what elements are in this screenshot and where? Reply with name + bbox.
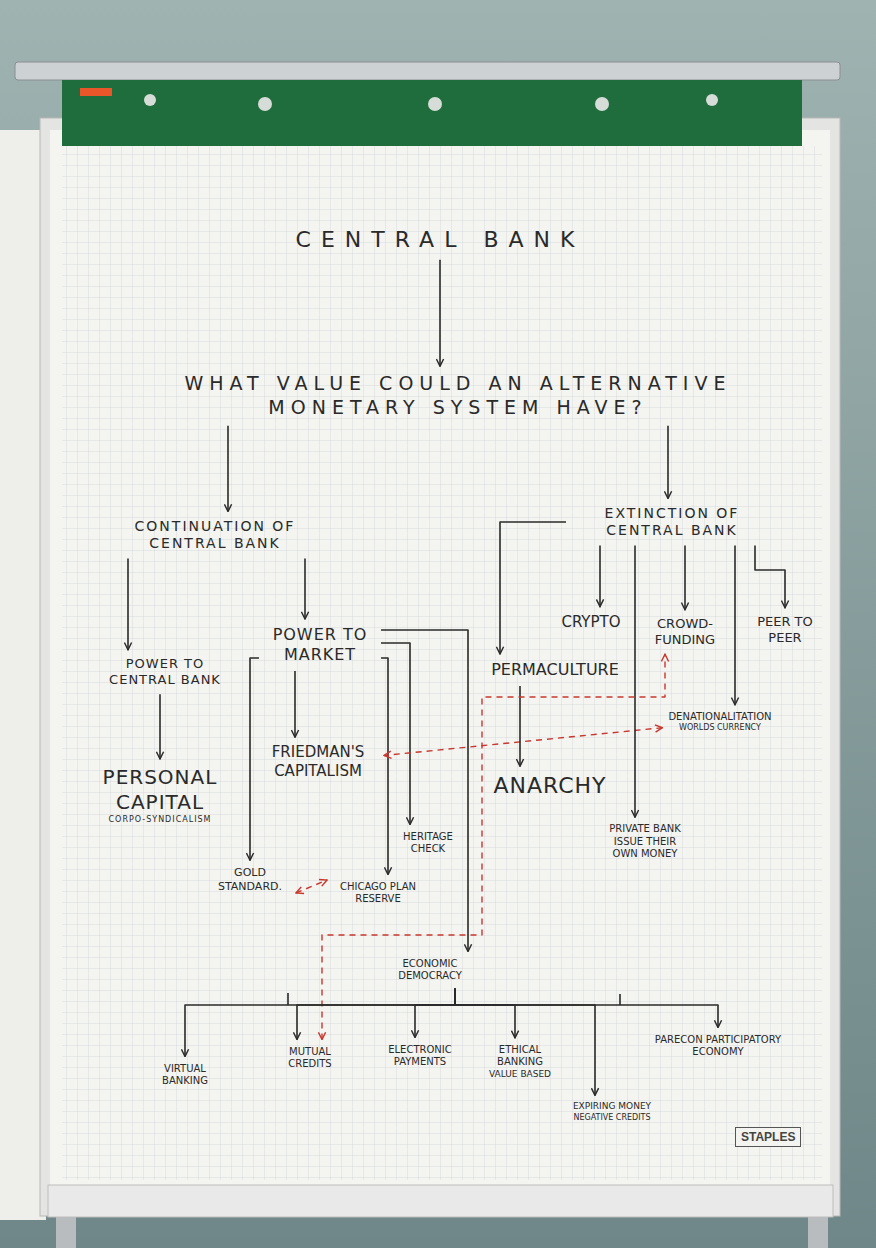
handwritten-node: CHICAGO PLAN RESERVE — [330, 878, 426, 909]
arrow-connector — [381, 643, 410, 825]
handwritten-node: CONTINUATION OF CENTRAL BANK — [102, 515, 328, 556]
handwritten-node: CRYPTO — [558, 610, 623, 635]
node-text: PERSONAL CAPITAL — [85, 765, 235, 815]
arrow-connector — [684, 546, 686, 610]
handwritten-node: MUTUAL CREDITS — [276, 1043, 344, 1074]
node-text: EXTINCTION OF CENTRAL BANK — [572, 505, 772, 540]
arrow-connector — [304, 559, 306, 620]
handwritten-node: GOLD STANDARD. — [207, 863, 293, 897]
binder-hole — [706, 94, 718, 106]
arrow-connector — [250, 658, 259, 860]
arrow-connector — [159, 694, 161, 759]
handwritten-node: PERMACULTURE — [488, 657, 622, 683]
node-text: PARECON PARTICIPATORY ECONOMY — [638, 1034, 798, 1059]
node-text: ETHICAL BANKING — [485, 1044, 555, 1069]
node-text: CHICAGO PLAN RESERVE — [333, 881, 423, 906]
arrow-connector — [381, 658, 388, 875]
node-text: PERMACULTURE — [491, 660, 619, 680]
handwritten-node: CROWD-FUNDING — [645, 613, 726, 652]
easel-board — [40, 118, 840, 1216]
paper-grid — [62, 146, 822, 1180]
arrow-connector — [127, 559, 129, 650]
arrow-connector — [500, 522, 566, 654]
node-text: GOLD STANDARD. — [210, 866, 290, 894]
node-text: MUTUAL CREDITS — [279, 1046, 341, 1071]
node-text: CENTRAL BANK — [296, 226, 585, 254]
arrow-connector — [297, 989, 455, 1040]
easel-leg — [808, 1217, 828, 1248]
node-text: WHAT VALUE COULD AN ALTERNATIVE MONETARY… — [108, 372, 808, 420]
arrow-connector — [455, 989, 515, 1038]
handwritten-node: ECONOMIC DEMOCRACY — [372, 955, 488, 986]
arrow-connector — [227, 426, 229, 512]
easel-tray — [48, 1185, 833, 1217]
handwritten-node: FRIEDMAN'S CAPITALISM — [255, 740, 381, 784]
binder-hole — [258, 97, 272, 111]
node-text: PRIVATE BANK ISSUE THEIR OWN MONEY — [604, 823, 686, 861]
node-text: ANARCHY — [493, 772, 606, 800]
handwritten-node: HERITAGE CHECK — [394, 828, 462, 859]
arrow-connector — [634, 546, 636, 818]
bracket-tick — [288, 993, 620, 1005]
arrow-connector — [755, 546, 785, 608]
node-text: ELECTRONIC PAYMENTS — [379, 1044, 461, 1069]
binder-hole — [595, 97, 609, 111]
dashed-link — [296, 880, 327, 893]
node-text: HERITAGE CHECK — [397, 831, 459, 856]
handwritten-node: VIRTUAL BANKING — [147, 1060, 223, 1091]
node-text: POWER TO MARKET — [265, 625, 375, 665]
header-tag — [80, 88, 112, 96]
node-text: ECONOMIC DEMOCRACY — [375, 958, 485, 983]
handwritten-node: WHAT VALUE COULD AN ALTERNATIVE MONETARY… — [105, 369, 811, 423]
handwritten-node: CENTRAL BANK — [293, 223, 588, 257]
node-text: PEER TO PEER — [750, 614, 820, 647]
node-text: EXPIRING MONEY — [573, 1101, 651, 1112]
dashed-link — [384, 728, 662, 756]
node-text: FRIEDMAN'S CAPITALISM — [258, 743, 378, 781]
dashed-link — [322, 654, 665, 1039]
paper-sheet — [50, 130, 830, 1185]
node-text: CRYPTO — [561, 613, 620, 632]
arrow-connector — [667, 426, 669, 499]
node-text: NEGATIVE CREDITS — [573, 1113, 651, 1123]
handwritten-node: PRIVATE BANK ISSUE THEIR OWN MONEY — [601, 820, 689, 864]
arrow-connector — [599, 546, 601, 607]
handwritten-node: DENATIONALITATIONWORLDS CURRENCY — [665, 708, 774, 737]
pad-header — [62, 80, 802, 146]
node-text: DENATIONALITATION — [668, 711, 771, 724]
binder-hole — [428, 97, 442, 111]
handwritten-node: PARECON PARTICIPATORY ECONOMY — [635, 1031, 801, 1062]
arrow-connector — [455, 989, 718, 1028]
arrow-connector — [294, 671, 296, 737]
node-text: CROWD-FUNDING — [648, 616, 723, 649]
handwritten-node: EXPIRING MONEYNEGATIVE CREDITS — [570, 1098, 654, 1125]
side-sheet — [0, 130, 46, 1220]
node-text: POWER TO CENTRAL BANK — [95, 656, 235, 689]
arrow-connector — [734, 546, 736, 705]
handwritten-node: POWER TO CENTRAL BANK — [92, 653, 238, 692]
node-text: CORPO-SYNDICALISM — [85, 815, 235, 825]
easel-leg — [56, 1217, 76, 1248]
node-text: CONTINUATION OF CENTRAL BANK — [105, 518, 325, 553]
handwritten-node: PERSONAL CAPITALCORPO-SYNDICALISM — [82, 762, 238, 828]
node-text: VIRTUAL BANKING — [150, 1063, 220, 1088]
arrow-connector — [439, 260, 441, 367]
metal-bar — [15, 62, 840, 80]
handwritten-node: POWER TO MARKET — [262, 622, 378, 668]
arrow-connector — [415, 989, 455, 1038]
handwritten-node: ETHICAL BANKINGVALUE BASED — [482, 1041, 558, 1083]
handwritten-node: ELECTRONIC PAYMENTS — [376, 1041, 464, 1072]
arrow-connector — [519, 686, 521, 766]
brand-label: STAPLES — [735, 1127, 801, 1147]
node-text: VALUE BASED — [485, 1069, 555, 1080]
binder-hole — [144, 94, 156, 106]
node-text: WORLDS CURRENCY — [668, 723, 771, 733]
handwritten-node: ANARCHY — [490, 769, 609, 803]
handwritten-node: PEER TO PEER — [747, 611, 823, 650]
handwritten-node: EXTINCTION OF CENTRAL BANK — [569, 502, 775, 543]
